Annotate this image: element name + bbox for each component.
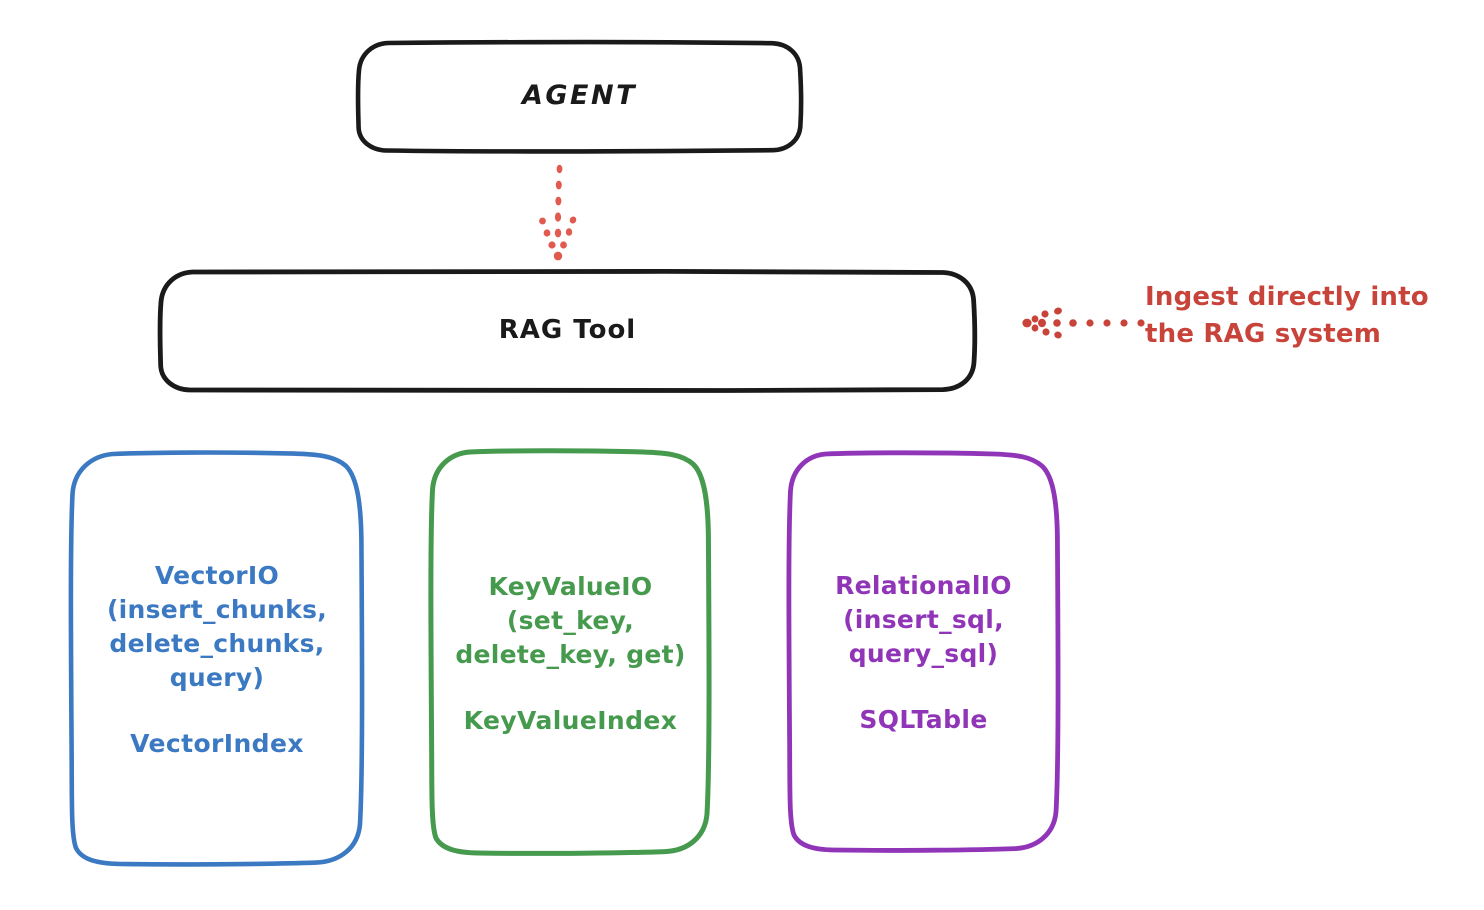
node-relational-io[interactable]: RelationalIO (insert_sql, query_sql) SQL… <box>786 450 1061 853</box>
connector-ingest-arrow <box>1022 307 1145 339</box>
node-rag-tool[interactable]: RAG Tool <box>157 268 978 394</box>
agent-label: AGENT <box>521 80 637 112</box>
relational-io-label: RelationalIO (insert_sql, query_sql) <box>835 571 1012 668</box>
annotation-ingest-note: Ingest directly into the RAG system <box>1145 282 1429 349</box>
key-value-io-secondary-label: KeyValueIndex <box>463 705 678 735</box>
node-agent[interactable]: AGENT <box>355 39 804 154</box>
rag-tool-label: RAG Tool <box>498 315 637 346</box>
vector-io-secondary-label: VectorIndex <box>130 729 304 758</box>
node-vector-io[interactable]: VectorIO (insert_chunks, delete_chunks, … <box>68 450 366 867</box>
relational-io-secondary-label: SQLTable <box>859 705 988 734</box>
vector-io-label: VectorIO (insert_chunks, delete_chunks, … <box>106 561 328 692</box>
node-key-value-io[interactable]: KeyValueIO (set_key, delete_key, get) Ke… <box>428 448 713 856</box>
key-value-io-label: KeyValueIO (set_key, delete_key, get) <box>455 571 686 669</box>
connector-agent-to-rag-tool <box>539 164 577 261</box>
